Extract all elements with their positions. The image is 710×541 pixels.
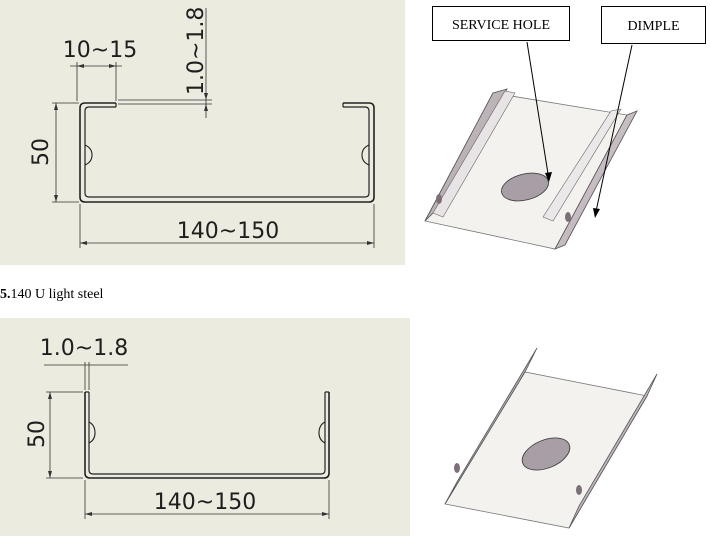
u-channel-right-wall [568, 373, 658, 529]
dim-width-label: 140~150 [177, 219, 279, 244]
u-dim-height-label: 50 [25, 420, 50, 448]
dim-height-label: 50 [29, 138, 54, 166]
u-dim-thickness-label: 1.0~1.8 [40, 336, 128, 361]
c-channel-drawing: 10~15 1.0~1.8 50 140~150 [0, 0, 405, 265]
caption-number: 5. [0, 287, 11, 302]
u-channel-render [411, 330, 710, 536]
dimple-callout: DIMPLE [601, 6, 706, 44]
channel-left-lip [432, 90, 516, 218]
c-channel-render [405, 67, 648, 255]
u-channel-left-wall [444, 347, 538, 505]
u-dimple-mark-1 [576, 485, 582, 495]
u-profile-inner [88, 392, 326, 475]
u-dim-width-label: 140~150 [154, 490, 256, 515]
dimple-mark-2 [436, 194, 442, 204]
u-profile-outer [84, 392, 330, 479]
dim-thickness-label: 1.0~1.8 [184, 7, 209, 95]
dimple-right [361, 144, 370, 166]
dim-lip-label: 10~15 [63, 38, 137, 63]
u-channel-drawing: 1.0~1.8 50 140~150 [0, 318, 410, 536]
channel-profile-inner [84, 106, 370, 198]
channel-profile-outer [79, 102, 375, 203]
u-dimple-mark-2 [454, 463, 460, 473]
service-hole-callout: SERVICE HOLE [432, 6, 570, 41]
u-service-hole [521, 437, 571, 471]
dimple-left [84, 144, 93, 166]
caption-text: 140 U light steel [10, 287, 104, 302]
u-dimple-right [318, 421, 326, 444]
figure-caption: 5.140 U light steel [0, 287, 103, 303]
dimple-mark-1 [565, 212, 571, 222]
u-dimple-left [88, 421, 96, 444]
